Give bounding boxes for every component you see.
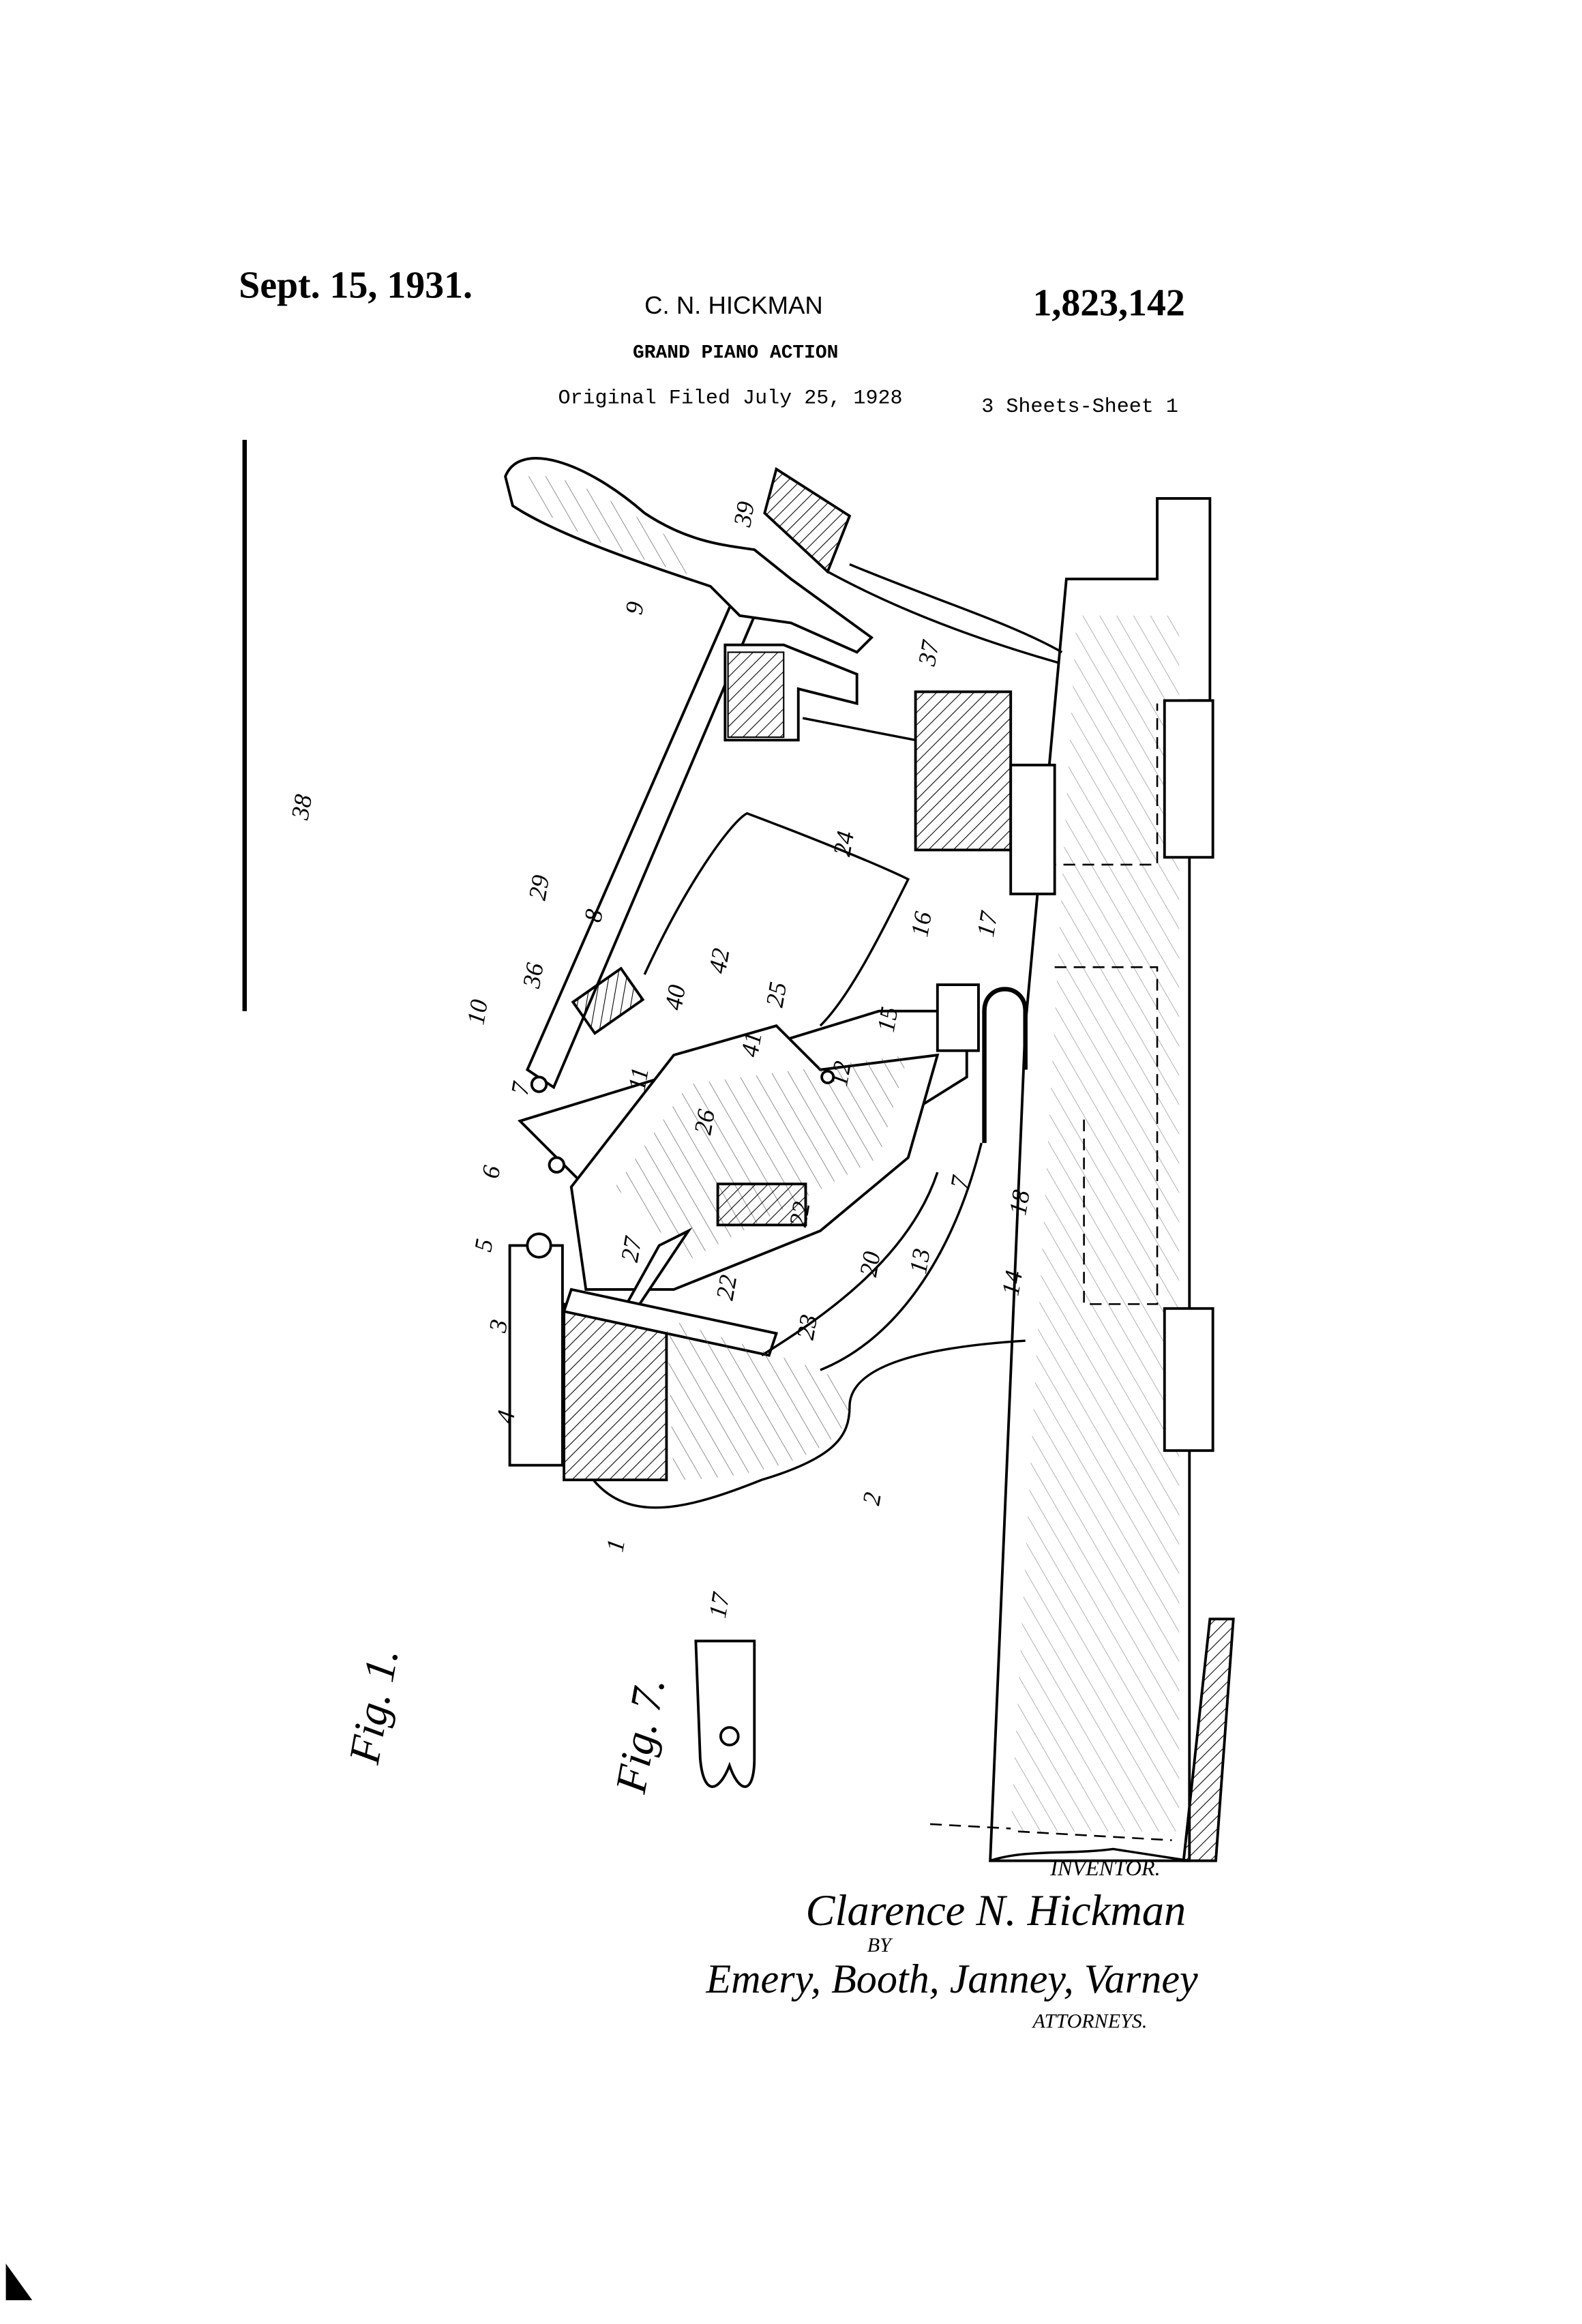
ref-numeral: 16 bbox=[905, 909, 937, 939]
ref-numeral: 29 bbox=[523, 873, 555, 902]
attorneys-signature: Emery, Booth, Janney, Varney bbox=[705, 1956, 1198, 2002]
action-frame-shading bbox=[666, 1318, 850, 1480]
jack-spring-17 bbox=[982, 987, 1028, 1144]
ref-numeral: 7 bbox=[944, 1172, 974, 1191]
key-block-upper bbox=[1163, 699, 1214, 859]
damper-wire bbox=[826, 563, 1063, 664]
ref-numeral: 7 bbox=[505, 1079, 535, 1097]
ref-numeral: 27 bbox=[615, 1234, 647, 1264]
backcheck-wire bbox=[802, 717, 916, 742]
patent-title: GRAND PIANO ACTION bbox=[633, 343, 838, 364]
key-slip-hatched bbox=[1182, 1618, 1235, 1862]
ref-numeral: 14 bbox=[996, 1268, 1028, 1298]
figure-label-fig7: Fig. 7. bbox=[606, 1674, 674, 1798]
ref-numeral: 36 bbox=[517, 960, 549, 991]
sheet-count: 3 Sheets-Sheet 1 bbox=[981, 396, 1178, 419]
patent-number: 1,823,142 bbox=[1032, 282, 1184, 324]
ref-numeral: 22 bbox=[783, 1200, 816, 1229]
felt-36 bbox=[571, 966, 645, 1035]
pivot-6 bbox=[548, 1156, 565, 1174]
ref-numeral: 38 bbox=[285, 792, 317, 822]
center-line bbox=[930, 1823, 1172, 1841]
ref-numeral: 37 bbox=[912, 638, 944, 669]
fig7-part bbox=[694, 1639, 756, 1788]
ref-numeral: 12 bbox=[824, 1059, 856, 1088]
ref-numeral: 6 bbox=[476, 1163, 506, 1180]
ref-numeral: 20 bbox=[854, 1249, 886, 1279]
action-frame-2 bbox=[592, 1339, 1026, 1509]
filed-date: Original Filed July 25, 1928 bbox=[558, 387, 902, 410]
fig7-hole bbox=[719, 1726, 740, 1746]
figure-label-fig1: Fig. 1. bbox=[340, 1645, 408, 1768]
ref-numeral: 22 bbox=[711, 1272, 743, 1302]
ref-numeral: 18 bbox=[1003, 1188, 1035, 1217]
ref-numeral: 9 bbox=[619, 599, 649, 616]
ref-numeral: 5 bbox=[468, 1236, 498, 1253]
block-37-base bbox=[1009, 763, 1056, 895]
ref-numeral: 39 bbox=[728, 499, 760, 529]
ref-numeral: 13 bbox=[904, 1247, 936, 1276]
corner-mark bbox=[5, 2263, 33, 2301]
key-block-lower bbox=[1163, 1307, 1214, 1452]
pivot-5 bbox=[526, 1232, 552, 1259]
ref-numeral: 24 bbox=[827, 829, 859, 859]
damper-felt-39 bbox=[763, 466, 852, 574]
ref-numeral: 17 bbox=[703, 1590, 735, 1620]
inventor-caption: INVENTOR. bbox=[1049, 1856, 1160, 1880]
ref-numeral: 42 bbox=[703, 946, 735, 975]
block-37 bbox=[914, 690, 1013, 852]
ref-numeral: 41 bbox=[735, 1030, 767, 1059]
dashed-outline bbox=[1025, 703, 1159, 1305]
inventor-name: C. N. HICKMAN bbox=[644, 291, 823, 319]
ref-numeral: 10 bbox=[461, 998, 493, 1027]
whippen-shading bbox=[615, 1055, 908, 1260]
pivot-12 bbox=[820, 1069, 835, 1084]
ref-numeral: 15 bbox=[871, 1004, 904, 1034]
ref-numeral: 11 bbox=[623, 1065, 654, 1092]
key-bottom-edge bbox=[989, 1847, 1190, 1862]
hammer-shank bbox=[525, 599, 758, 1090]
ref-numeral: 25 bbox=[760, 980, 792, 1009]
patent-date: Sept. 15, 1931. bbox=[239, 265, 473, 307]
jack-block bbox=[936, 983, 980, 1052]
attorneys-caption: ATTORNEYS. bbox=[1031, 2010, 1147, 2033]
backcheck-felt bbox=[727, 651, 785, 739]
key-frame-shading bbox=[1011, 615, 1180, 1832]
ref-numeral: 2 bbox=[856, 1490, 886, 1507]
ref-numeral: 17 bbox=[971, 908, 1003, 939]
spring-24 bbox=[643, 811, 910, 1027]
inventor-signature: Clarence N. Hickman bbox=[805, 1886, 1186, 1935]
felt-22 bbox=[716, 1182, 807, 1227]
ref-numeral: 1 bbox=[600, 1537, 630, 1554]
hammer-head-shading bbox=[527, 475, 704, 580]
flange-3 bbox=[508, 1244, 564, 1467]
action-frame-upper bbox=[761, 1142, 983, 1371]
ref-numeral: 26 bbox=[688, 1107, 720, 1137]
ref-numeral: 40 bbox=[659, 983, 691, 1012]
ref-numeral: 23 bbox=[791, 1312, 823, 1341]
by-caption: BY bbox=[867, 1933, 893, 1956]
ref-numeral: 3 bbox=[483, 1317, 513, 1335]
pivot-7 bbox=[530, 1075, 548, 1093]
